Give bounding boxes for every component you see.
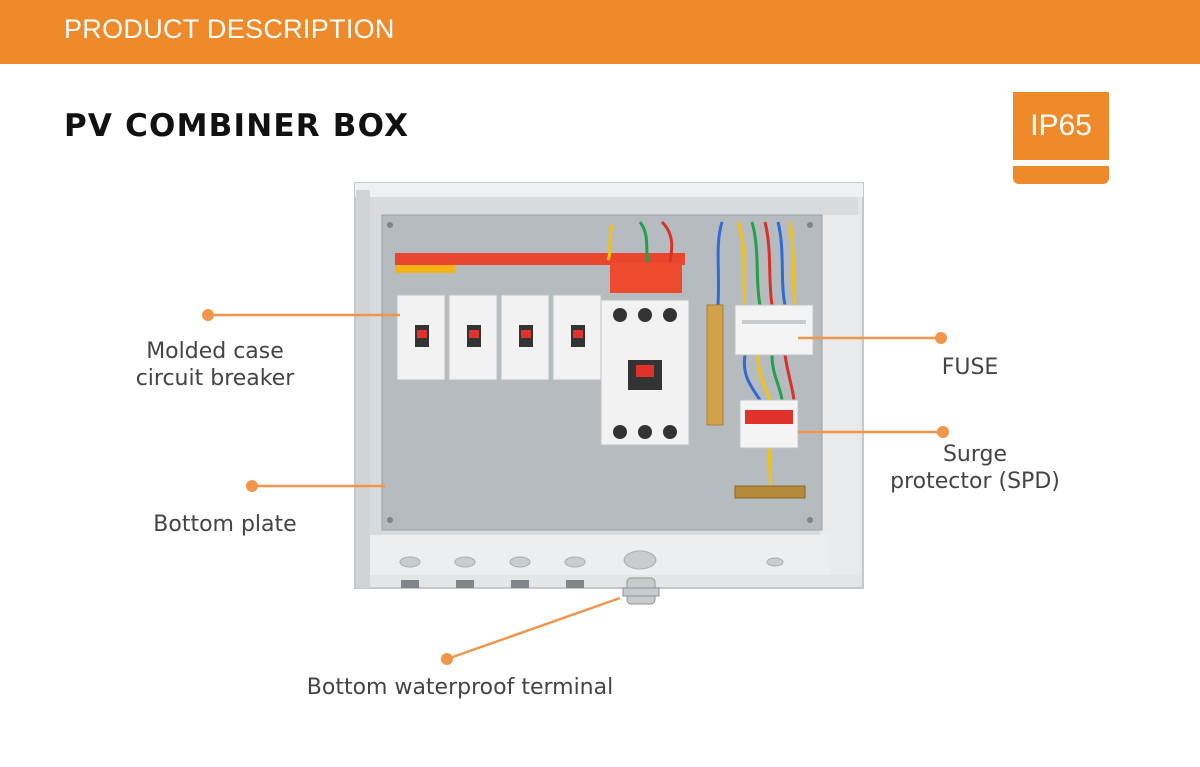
waterproof-gland: [622, 577, 660, 605]
label-breaker: Molded case circuit breaker: [120, 338, 310, 392]
breaker-group: [396, 294, 602, 381]
fuse-holder: [734, 304, 814, 356]
header-title: PRODUCT DESCRIPTION: [64, 14, 395, 44]
ip-rating-badge: IP65: [1013, 92, 1109, 160]
label-fuse: FUSE: [941, 355, 999, 380]
surge-protector: [739, 399, 799, 449]
label-spd: Surge protector (SPD): [870, 441, 1080, 495]
page-title: PV COMBINER BOX: [64, 108, 410, 144]
label-breaker-line1: Molded case: [146, 339, 284, 364]
ip-rating-text: IP65: [1030, 109, 1092, 142]
label-bottom-plate: Bottom plate: [153, 512, 297, 537]
label-terminal: Bottom waterproof terminal: [306, 675, 614, 700]
main-breaker: [600, 299, 690, 446]
header-bar: [0, 0, 1200, 64]
label-spd-line2: protector (SPD): [890, 469, 1060, 494]
label-breaker-line2: circuit breaker: [135, 366, 295, 391]
ip-rating-underline: [1013, 166, 1109, 184]
label-spd-line1: Surge: [942, 442, 1008, 467]
callouts: [202, 309, 949, 665]
